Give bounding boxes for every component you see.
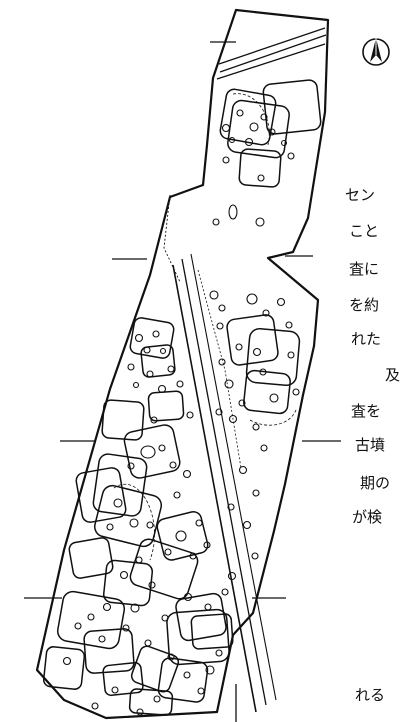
text-fragment-4: を約: [348, 296, 381, 314]
text-fragment-11: れる: [354, 686, 387, 704]
text-fragment-9: 期の: [359, 474, 392, 492]
text-fragment-1: セン: [344, 186, 377, 204]
north-arrow-icon: [362, 38, 390, 66]
dwelling-pits: [42, 79, 322, 716]
grid-tick-marks: [24, 41, 341, 722]
upper-road-lines: [216, 27, 327, 80]
irregular-features: [113, 93, 297, 561]
text-fragment-5: れた: [350, 330, 383, 348]
postholes: [62, 109, 300, 716]
text-fragment-3: 査に: [348, 260, 381, 278]
text-fragment-10: が検: [351, 508, 384, 526]
text-fragment-7: 査を: [350, 402, 383, 420]
text-fragment-8: 古墳: [354, 436, 387, 454]
text-fragment-6: 及: [384, 366, 402, 384]
diagonal-channel: [163, 194, 277, 713]
text-fragment-2: こと: [348, 222, 381, 240]
